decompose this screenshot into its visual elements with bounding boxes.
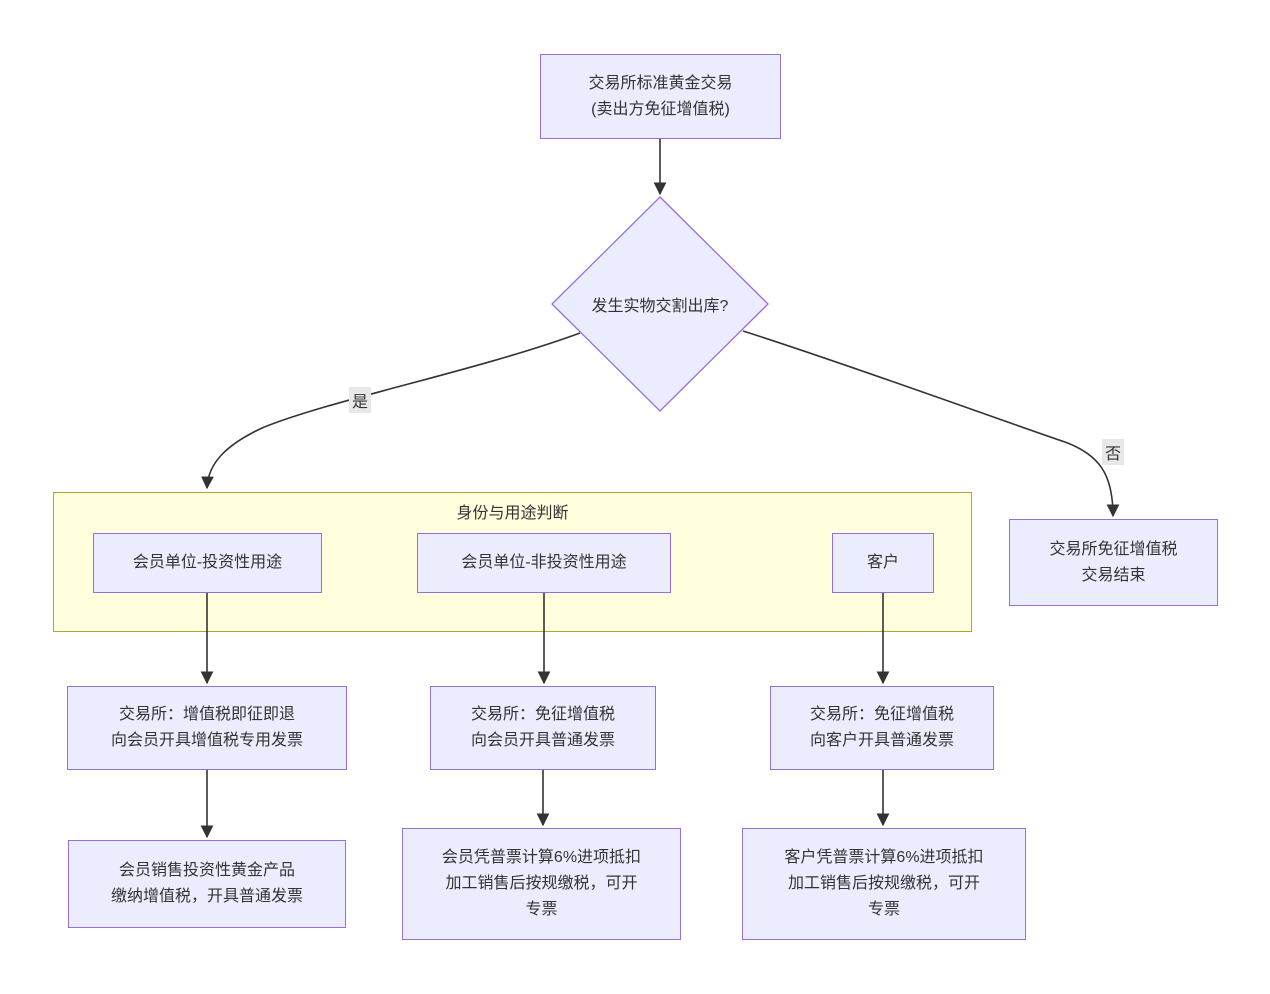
edge-label-yes: 是 bbox=[348, 387, 372, 413]
node-invest-exchange: 交易所：增值税即征即退 向会员开具增值税专用发票 bbox=[67, 686, 347, 770]
node-start-line2: (卖出方免征增值税) bbox=[591, 100, 730, 118]
node-decision-label: 发生实物交割出库? bbox=[591, 298, 729, 315]
node-customer: 客户 bbox=[832, 533, 934, 593]
node-member-invest: 会员单位-投资性用途 bbox=[93, 533, 322, 593]
node-noninvest-exchange: 交易所：免征增值税 向会员开具普通发票 bbox=[430, 686, 656, 770]
node-customer-result: 客户凭普票计算6%进项抵扣 加工销售后按规缴税，可开 专票 bbox=[742, 828, 1026, 940]
node-member-noninvest: 会员单位-非投资性用途 bbox=[417, 533, 671, 593]
edge-decision-yes bbox=[201, 332, 581, 490]
subgraph-title: 身份与用途判断 bbox=[456, 505, 569, 522]
node-customer-exchange: 交易所：免征增值税 向客户开具普通发票 bbox=[770, 686, 994, 770]
node-invest-result: 会员销售投资性黄金产品 缴纳增值税，开具普通发票 bbox=[68, 840, 346, 928]
node-noninvest-result: 会员凭普票计算6%进项抵扣 加工销售后按规缴税，可开 专票 bbox=[402, 828, 681, 940]
node-no-end: 交易所免征增值税 交易结束 bbox=[1009, 519, 1218, 606]
node-start-line1: 交易所标准黄金交易 bbox=[588, 74, 733, 92]
edge-label-no: 否 bbox=[1101, 439, 1125, 465]
edge-decision-no bbox=[742, 330, 1120, 518]
decision-node-shape bbox=[551, 196, 769, 412]
node-start: 交易所标准黄金交易 (卖出方免征增值税) bbox=[540, 54, 781, 139]
